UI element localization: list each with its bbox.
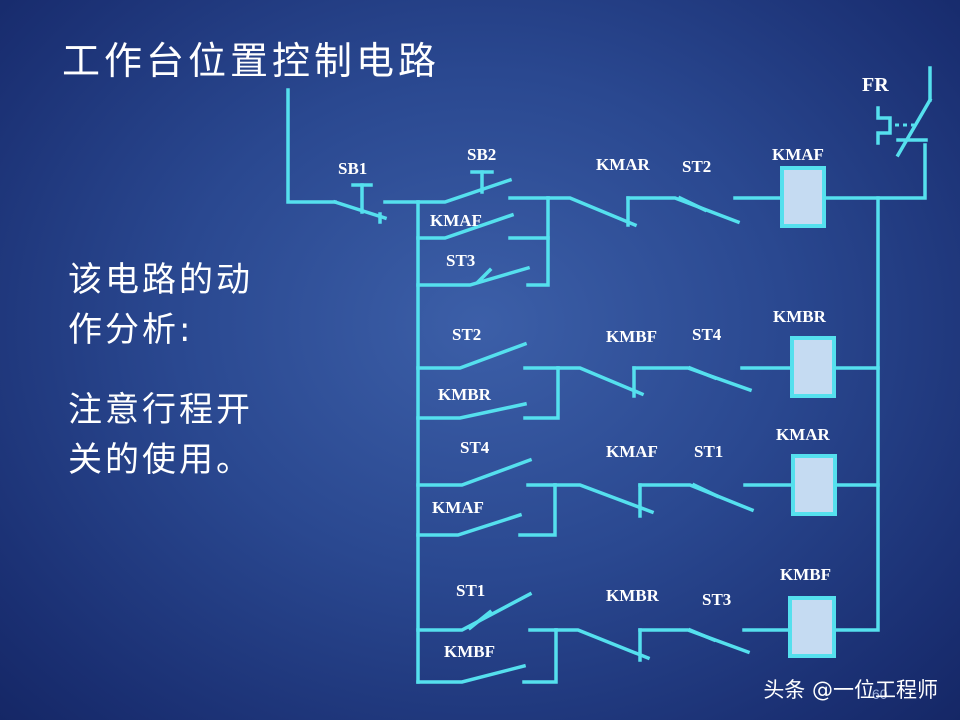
analysis-note-line-1: 该电路的动: [68, 260, 253, 300]
kmaf-interlock-label: KMAF: [606, 442, 658, 461]
st1-row4-label: ST1: [456, 581, 485, 600]
kmbf-coil: [788, 596, 836, 658]
left-supply-wire: [286, 88, 337, 204]
kmaf-coil: [780, 166, 826, 228]
fr-overload-contact: [876, 97, 933, 158]
kmar-interlock-label: KMAR: [596, 155, 651, 174]
row3-series-chain: [553, 482, 795, 518]
page-number: 60: [872, 686, 888, 702]
kmaf-row3-hold-label: KMAF: [432, 498, 484, 517]
fr-label: FR: [862, 74, 889, 96]
st2-row1-label: ST2: [682, 157, 711, 176]
kmbr-coil: [790, 336, 880, 398]
analysis-note-line-2: 作分析:: [68, 310, 194, 350]
kmbr-interlock-label: KMBR: [606, 586, 660, 605]
kmaf-hold-label: KMAF: [430, 211, 482, 230]
sb1-label: SB1: [338, 159, 367, 178]
st4-row2-label: ST4: [692, 325, 722, 344]
st4-row3-contact: [416, 457, 557, 487]
kmbr-hold-label: KMBR: [438, 385, 492, 404]
st3-row4-label: ST3: [702, 590, 731, 609]
kmaf-row3-hold-contact: [416, 483, 557, 537]
right-supply-wire: [823, 66, 932, 632]
kmaf-hold-contact: [416, 212, 550, 240]
st1-row3-label: ST1: [694, 442, 723, 461]
kmaf-coil-label: KMAF: [772, 145, 824, 164]
kmar-coil-label: KMAR: [776, 425, 831, 444]
analysis-note: 该电路的动 作分析:: [68, 255, 288, 355]
st2-row2-label: ST2: [452, 325, 481, 344]
kmbr-hold-contact: [416, 366, 560, 420]
st2-row2-contact: [416, 341, 560, 370]
row1-series-chain: [546, 195, 784, 228]
kmar-coil: [791, 454, 880, 516]
kmbr-coil-label: KMBR: [773, 307, 827, 326]
kmbf-coil-label: KMBF: [780, 565, 831, 584]
sb1-stop-button: [332, 183, 420, 224]
sb2-start-button: [416, 170, 550, 204]
row4-series-chain: [554, 627, 792, 662]
row2-series-chain: [556, 365, 794, 398]
limit-switch-note-line-1: 注意行程开: [68, 390, 253, 430]
kmbf-hold-label: KMBF: [444, 642, 495, 661]
limit-switch-note: 注意行程开 关的使用。: [68, 385, 288, 485]
source-watermark: 头条 @一位工程师: [763, 678, 938, 702]
kmbf-interlock-label: KMBF: [606, 327, 657, 346]
st1-row4-contact: [416, 591, 558, 632]
kmbf-hold-contact: [416, 628, 558, 684]
st3-top-label: ST3: [446, 251, 475, 270]
sb2-label: SB2: [467, 145, 496, 164]
st4-row3-label: ST4: [460, 438, 490, 457]
st3-branch-contact: [416, 196, 550, 287]
slide-title: 工作台位置控制电路: [62, 39, 441, 83]
limit-switch-note-line-2: 关的使用。: [68, 440, 253, 480]
